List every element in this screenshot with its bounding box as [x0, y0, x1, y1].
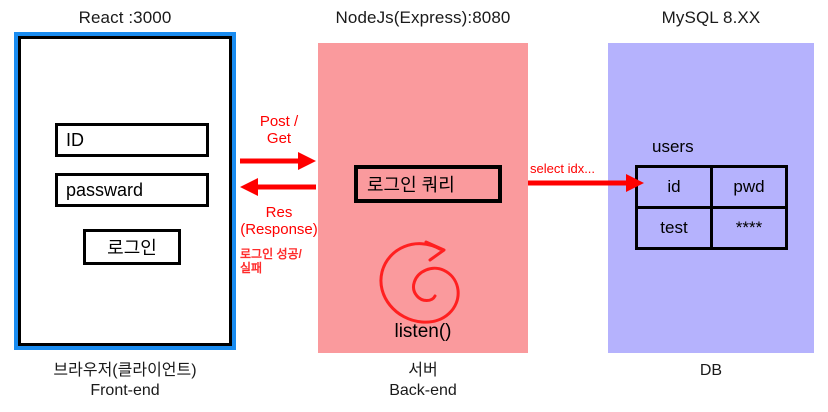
column-header-id: id [635, 165, 713, 209]
backend-column-title: NodeJs(Express):8080 [335, 8, 511, 27]
login-result-label: 로그인 성공/ 실패 [240, 247, 302, 276]
id-input[interactable]: ID [55, 123, 209, 157]
backend-caption: 서버 Back-end [389, 362, 457, 400]
listen-label: listen() [394, 321, 452, 342]
frontend-panel-inner-border: ID passward 로그인 [18, 36, 232, 346]
response-arrow-label: Res (Response) [240, 204, 318, 238]
frontend-column-title: React :3000 [78, 8, 172, 27]
cell-id-value: test [635, 206, 713, 250]
frontend-panel: ID passward 로그인 [14, 32, 236, 350]
users-table-label: users [652, 137, 694, 156]
request-arrow-label: Post / Get [259, 113, 299, 147]
select-query-label: select idx... [530, 161, 596, 176]
select-query-arrow-icon [528, 174, 644, 192]
request-arrow-icon [240, 152, 316, 170]
table-header-row: id pwd [635, 165, 788, 209]
table-row: test **** [635, 206, 788, 250]
response-arrow-icon [240, 178, 316, 196]
database-panel: users id pwd test **** [608, 43, 814, 353]
backend-panel: 로그인 쿼리 listen() [318, 43, 528, 353]
cell-pwd-value: **** [710, 206, 788, 250]
listen-loop-spiral-icon [379, 240, 460, 324]
column-header-pwd: pwd [710, 165, 788, 209]
database-caption: DB [699, 362, 723, 379]
login-button[interactable]: 로그인 [83, 229, 181, 265]
login-query-box: 로그인 쿼리 [354, 165, 502, 203]
frontend-caption: 브라우저(클라이언트) Front-end [53, 362, 197, 400]
password-input[interactable]: passward [55, 173, 209, 207]
users-table: id pwd test **** [635, 165, 788, 250]
database-column-title: MySQL 8.XX [661, 8, 761, 27]
